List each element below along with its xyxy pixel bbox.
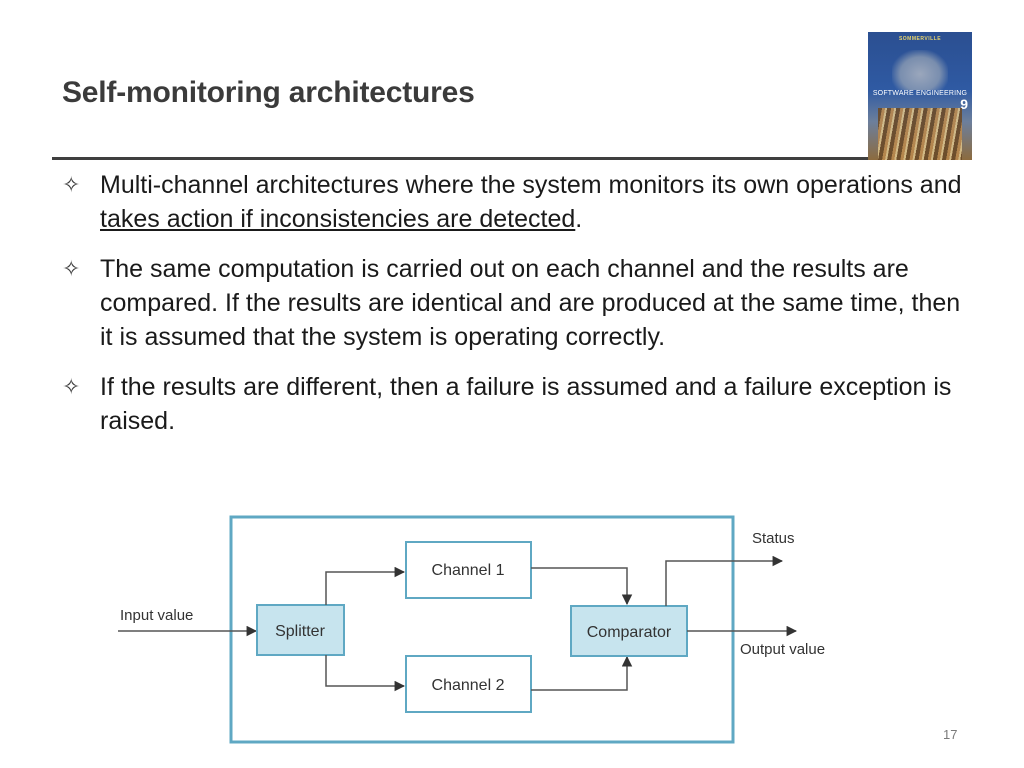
cover-title: SOFTWARE ENGINEERING bbox=[872, 90, 968, 97]
splitter-to-channel2-arrow bbox=[325, 655, 406, 692]
bullet-text: If the results are different, then a fai… bbox=[100, 373, 952, 435]
output-value-label: Output value bbox=[740, 641, 825, 658]
status-arrow bbox=[665, 555, 784, 606]
system-frame bbox=[229, 515, 735, 744]
cover-building-shape bbox=[892, 50, 948, 90]
book-cover-image: SOMMERVILLE SOFTWARE ENGINEERING 9 bbox=[868, 32, 972, 160]
bullet-list: ✧ Multi-channel architectures where the … bbox=[62, 168, 972, 454]
channel2-label: Channel 2 bbox=[432, 677, 505, 694]
status-label: Status bbox=[752, 530, 795, 547]
cover-structure-shape bbox=[878, 108, 962, 160]
four-point-star-icon: ✧ bbox=[62, 374, 81, 399]
bullet-text-end: . bbox=[575, 205, 583, 233]
channel1-to-comparator-arrow bbox=[531, 567, 633, 606]
bullet-item: ✧ Multi-channel architectures where the … bbox=[62, 168, 972, 236]
splitter-label: Splitter bbox=[275, 623, 325, 640]
bullet-text: The same computation is carried out on e… bbox=[100, 255, 961, 351]
channel2-box bbox=[405, 655, 532, 713]
bullet-underlined-text: takes action if inconsistencies are dete… bbox=[100, 205, 576, 233]
splitter-to-channel1-arrow bbox=[325, 566, 406, 605]
bullet-item: ✧ If the results are different, then a f… bbox=[62, 370, 972, 438]
page-number: 17 bbox=[943, 727, 958, 742]
title-underline bbox=[52, 157, 870, 160]
comparator-box bbox=[570, 605, 688, 657]
cover-author: SOMMERVILLE bbox=[898, 36, 942, 42]
four-point-star-icon: ✧ bbox=[62, 172, 81, 197]
input-value-label: Input value bbox=[120, 607, 193, 624]
slide-title: Self-monitoring architectures bbox=[62, 76, 475, 109]
bullet-item: ✧ The same computation is carried out on… bbox=[62, 252, 972, 354]
cover-edition: 9 bbox=[960, 96, 968, 112]
comparator-label: Comparator bbox=[587, 624, 672, 641]
splitter-box bbox=[256, 604, 345, 656]
bullet-text: Multi-channel architectures where the sy… bbox=[100, 171, 962, 199]
channel2-to-comparator-arrow bbox=[531, 655, 633, 691]
four-point-star-icon: ✧ bbox=[62, 256, 81, 281]
channel1-label: Channel 1 bbox=[432, 562, 505, 579]
channel1-box bbox=[405, 541, 532, 599]
multi-channel-diagram: Input value Splitter Channel 1 Channel 2… bbox=[118, 515, 825, 744]
